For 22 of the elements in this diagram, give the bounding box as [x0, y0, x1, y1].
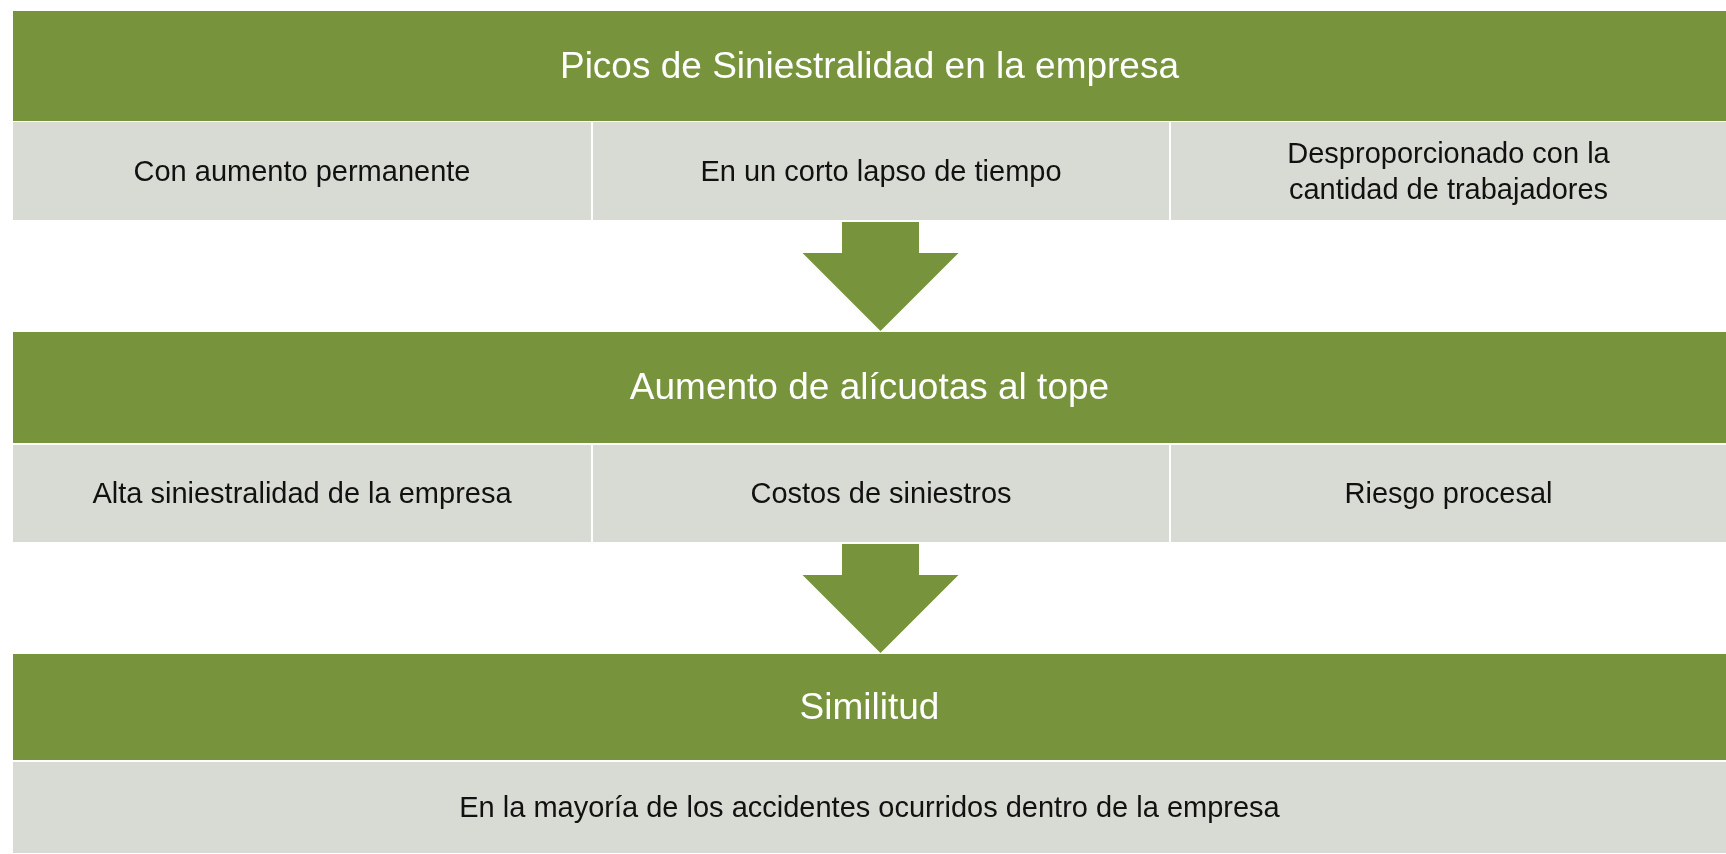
cell-text: Similitud	[799, 684, 940, 729]
cell-text: Riesgo procesal	[1344, 476, 1553, 512]
cell-text: Desproporcionado con la cantidad de trabajadores	[1286, 135, 1611, 207]
cell-text: Alta siniestralidad de la empresa	[92, 476, 512, 512]
content-cell	[593, 122, 1169, 220]
header-band	[13, 11, 1726, 121]
content-cell	[593, 445, 1169, 542]
block-arrow	[802, 544, 959, 653]
content-cell	[13, 122, 591, 220]
header-band	[13, 654, 1726, 760]
cell-text: Costos de siniestros	[750, 476, 1012, 512]
cell-text: Aumento de alícuotas al tope	[629, 365, 1110, 410]
cell-text: En un corto lapso de tiempo	[700, 153, 1062, 189]
cell-text: Picos de Siniestralidad en la empresa	[559, 43, 1180, 88]
content-cell	[13, 445, 591, 542]
cell-text: En la mayoría de los accidentes ocurridos dentro de la empresa	[459, 790, 1280, 826]
content-cell	[1171, 122, 1726, 220]
cell-text: Con aumento permanente	[133, 153, 471, 189]
block-arrow	[802, 222, 959, 331]
content-cell	[1171, 445, 1726, 542]
content-cell	[13, 762, 1726, 853]
header-band	[13, 332, 1726, 443]
